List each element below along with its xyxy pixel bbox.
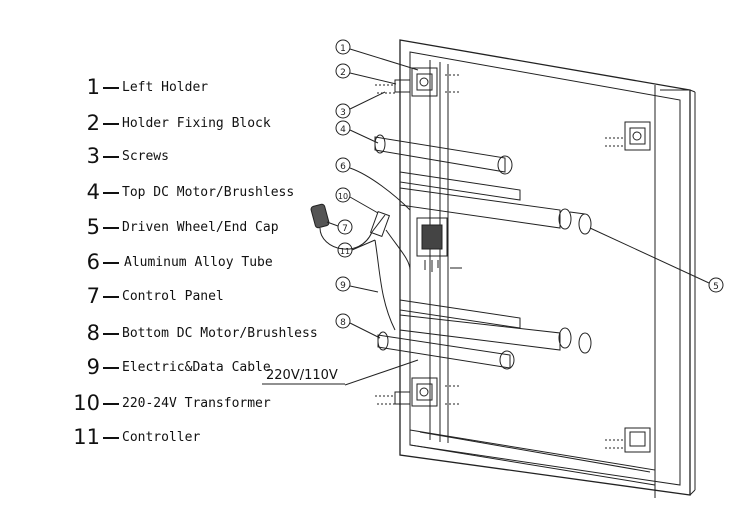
legend-dash	[103, 367, 119, 369]
controller-box	[416, 217, 462, 272]
callouts: 1 2 3 4 5	[326, 39, 724, 339]
left-holder-top	[375, 67, 460, 97]
legend-number: 4	[86, 180, 100, 204]
svg-text:1: 1	[340, 44, 346, 54]
svg-text:9: 9	[340, 281, 346, 291]
legend-label: Bottom DC Motor/Brushless	[122, 326, 318, 341]
legend-number: 10	[73, 391, 100, 415]
legend-number: 1	[86, 75, 100, 99]
right-holder-bottom	[605, 427, 651, 453]
callout-9: 9	[335, 276, 379, 293]
remote-control	[310, 203, 386, 250]
legend-dash	[103, 296, 119, 298]
legend-number: 6	[86, 250, 100, 274]
transformer	[369, 210, 411, 331]
legend-label: Aluminum Alloy Tube	[124, 255, 273, 270]
legend-dash	[103, 123, 119, 125]
legend-label: Top DC Motor/Brushless	[122, 185, 295, 200]
legend-label: Screws	[122, 149, 169, 164]
top-aluminum-tube	[399, 171, 592, 235]
svg-text:4: 4	[340, 125, 346, 135]
svg-text:2: 2	[340, 68, 346, 78]
legend-label: Controller	[122, 430, 201, 445]
legend-item-8: 8 Bottom DC Motor/Brushless	[0, 319, 318, 349]
legend-label: Control Panel	[122, 289, 224, 304]
legend-item-6: 6 Aluminum Alloy Tube	[0, 248, 300, 278]
legend-number: 9	[86, 355, 100, 379]
svg-text:10: 10	[338, 192, 348, 201]
callout-10: 10	[335, 187, 379, 214]
legend-dash	[103, 333, 119, 335]
callout-4: 4	[335, 120, 379, 144]
right-holder-top	[605, 121, 651, 151]
callout-2: 2	[335, 63, 397, 85]
legend-item-7: 7 Control Panel	[0, 282, 300, 312]
legend-dash	[103, 403, 119, 405]
legend-dash	[103, 437, 119, 439]
legend-item-5: 5 Driven Wheel/End Cap	[0, 213, 300, 243]
legend-number: 7	[86, 284, 100, 308]
legend-number: 3	[86, 144, 100, 168]
callout-1: 1	[335, 39, 419, 71]
svg-text:6: 6	[340, 162, 346, 172]
legend-label: Driven Wheel/End Cap	[122, 220, 279, 235]
legend-dash	[103, 87, 119, 89]
top-motor-tube	[374, 134, 513, 175]
callout-5: 5	[589, 227, 724, 293]
callout-11: 11	[337, 239, 376, 258]
svg-text:11: 11	[340, 247, 350, 256]
legend-item-9: 9 Electric&Data Cable	[0, 353, 300, 383]
callout-3: 3	[335, 91, 386, 119]
legend-number: 5	[86, 215, 100, 239]
power-cable	[262, 359, 419, 386]
left-holder-bottom	[375, 377, 460, 407]
svg-text:7: 7	[342, 224, 348, 234]
legend-item-2: 2 Holder Fixing Block	[0, 109, 300, 139]
legend-label: Electric&Data Cable	[122, 360, 271, 375]
legend-item-10: 10 220-24V Transformer	[0, 389, 300, 419]
legend-item-3: 3 Screws	[0, 142, 300, 172]
cabinet-frame	[399, 39, 696, 498]
legend-item-1: 1 Left Holder	[0, 73, 300, 103]
power-voltage-label: 220V/110V	[266, 368, 338, 383]
legend-number: 11	[73, 425, 100, 449]
legend-dash	[103, 262, 119, 264]
legend-label: Left Holder	[122, 80, 209, 95]
bottom-motor-tube	[377, 331, 515, 370]
callout-7: 7	[326, 219, 353, 235]
callout-6: 6	[335, 157, 411, 211]
svg-text:3: 3	[340, 108, 346, 118]
legend-number: 8	[86, 321, 100, 345]
legend-dash	[103, 227, 119, 229]
legend-dash	[103, 192, 119, 194]
legend-item-11: 11 Controller	[0, 423, 300, 453]
legend-number: 2	[86, 111, 100, 135]
legend-dash	[103, 156, 119, 158]
callout-8: 8	[335, 313, 381, 339]
bottom-aluminum-tube	[399, 299, 592, 354]
svg-text:8: 8	[340, 318, 346, 328]
svg-text:5: 5	[713, 282, 719, 292]
legend-item-4: 4 Top DC Motor/Brushless	[0, 178, 300, 208]
legend-label: Holder Fixing Block	[122, 116, 271, 131]
legend-label: 220-24V Transformer	[122, 396, 271, 411]
